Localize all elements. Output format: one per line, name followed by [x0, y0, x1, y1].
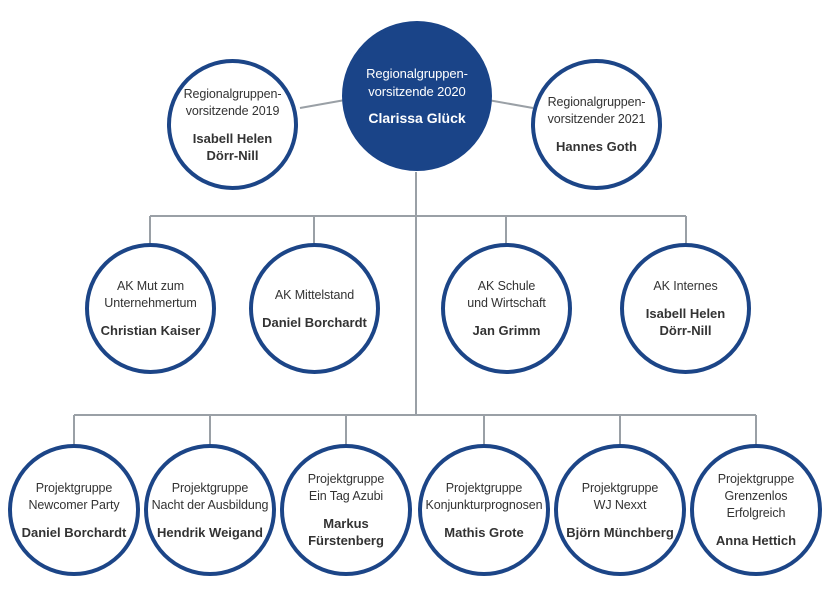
node-role: Projektgruppe Konjunkturprognosen [425, 480, 543, 512]
node-role: AK Mittelstand [274, 287, 355, 302]
node-name: Christian Kaiser [100, 323, 201, 338]
node-pg-konjunkturprognosen: Projektgruppe Konjunkturprognosen Mathis… [418, 444, 550, 576]
node-ak-mut-zum-unternehmertum: AK Mut zum Unternehmertum Christian Kais… [85, 243, 216, 374]
node-role: Regionalgruppen- vorsitzende 2020 [366, 66, 468, 99]
node-role: Projektgruppe Ein Tag Azubi [307, 472, 385, 503]
connector-chair-2021 [487, 99, 534, 109]
node-role: AK Mut zum Unternehmertum [104, 279, 197, 310]
node-name: Björn Münchberg [566, 524, 674, 540]
node-pg-nacht-der-ausbildung: Projektgruppe Nacht der Ausbildung Hendr… [144, 444, 276, 576]
node-name: Isabell Helen Dörr-Nill [192, 130, 273, 163]
node-name: Anna Hettich [715, 533, 797, 548]
node-ak-internes: AK Internes Isabell Helen Dörr-Nill [620, 243, 751, 374]
node-role: Projektgruppe Grenzenlos Erfolgreich [717, 472, 795, 520]
node-role: Projektgruppe WJ Nexxt [581, 480, 659, 512]
node-pg-ein-tag-azubi: Projektgruppe Ein Tag Azubi Markus Fürst… [280, 444, 412, 576]
node-role: Projektgruppe Newcomer Party [28, 480, 120, 512]
node-pg-newcomer-party: Projektgruppe Newcomer Party Daniel Borc… [8, 444, 140, 576]
node-role: Regionalgruppen- vorsitzender 2021 [547, 95, 646, 126]
connector-chair-2019 [299, 99, 346, 109]
node-ak-mittelstand: AK Mittelstand Daniel Borchardt [249, 243, 380, 374]
node-pg-wj-nexxt: Projektgruppe WJ Nexxt Björn Münchberg [554, 444, 686, 576]
node-name: Daniel Borchardt [21, 524, 127, 540]
node-ak-schule-und-wirtschaft: AK Schule und Wirtschaft Jan Grimm [441, 243, 572, 374]
node-name: Mathis Grote [444, 524, 524, 540]
node-name: Daniel Borchardt [262, 314, 367, 330]
node-vorsitz-2020: Regionalgruppen- vorsitzende 2020 Claris… [342, 21, 492, 171]
node-role: Projektgruppe Nacht der Ausbildung [151, 480, 269, 512]
node-name: Markus Fürstenberg [308, 516, 384, 548]
node-role: Regionalgruppen- vorsitzende 2019 [183, 86, 282, 118]
node-name: Hendrik Weigand [157, 524, 263, 540]
node-vorsitz-2019: Regionalgruppen- vorsitzende 2019 Isabel… [167, 59, 298, 190]
node-name: Hannes Goth [556, 139, 637, 154]
node-name: Jan Grimm [472, 323, 541, 338]
node-role: AK Internes [653, 279, 718, 293]
node-role: AK Schule und Wirtschaft [467, 279, 546, 310]
node-vorsitz-2021: Regionalgruppen- vorsitzender 2021 Hanne… [531, 59, 662, 190]
node-name: Isabell Helen Dörr-Nill [645, 306, 726, 338]
node-name: Clarissa Glück [368, 110, 466, 126]
node-pg-grenzenlos-erfolgreich: Projektgruppe Grenzenlos Erfolgreich Ann… [690, 444, 822, 576]
